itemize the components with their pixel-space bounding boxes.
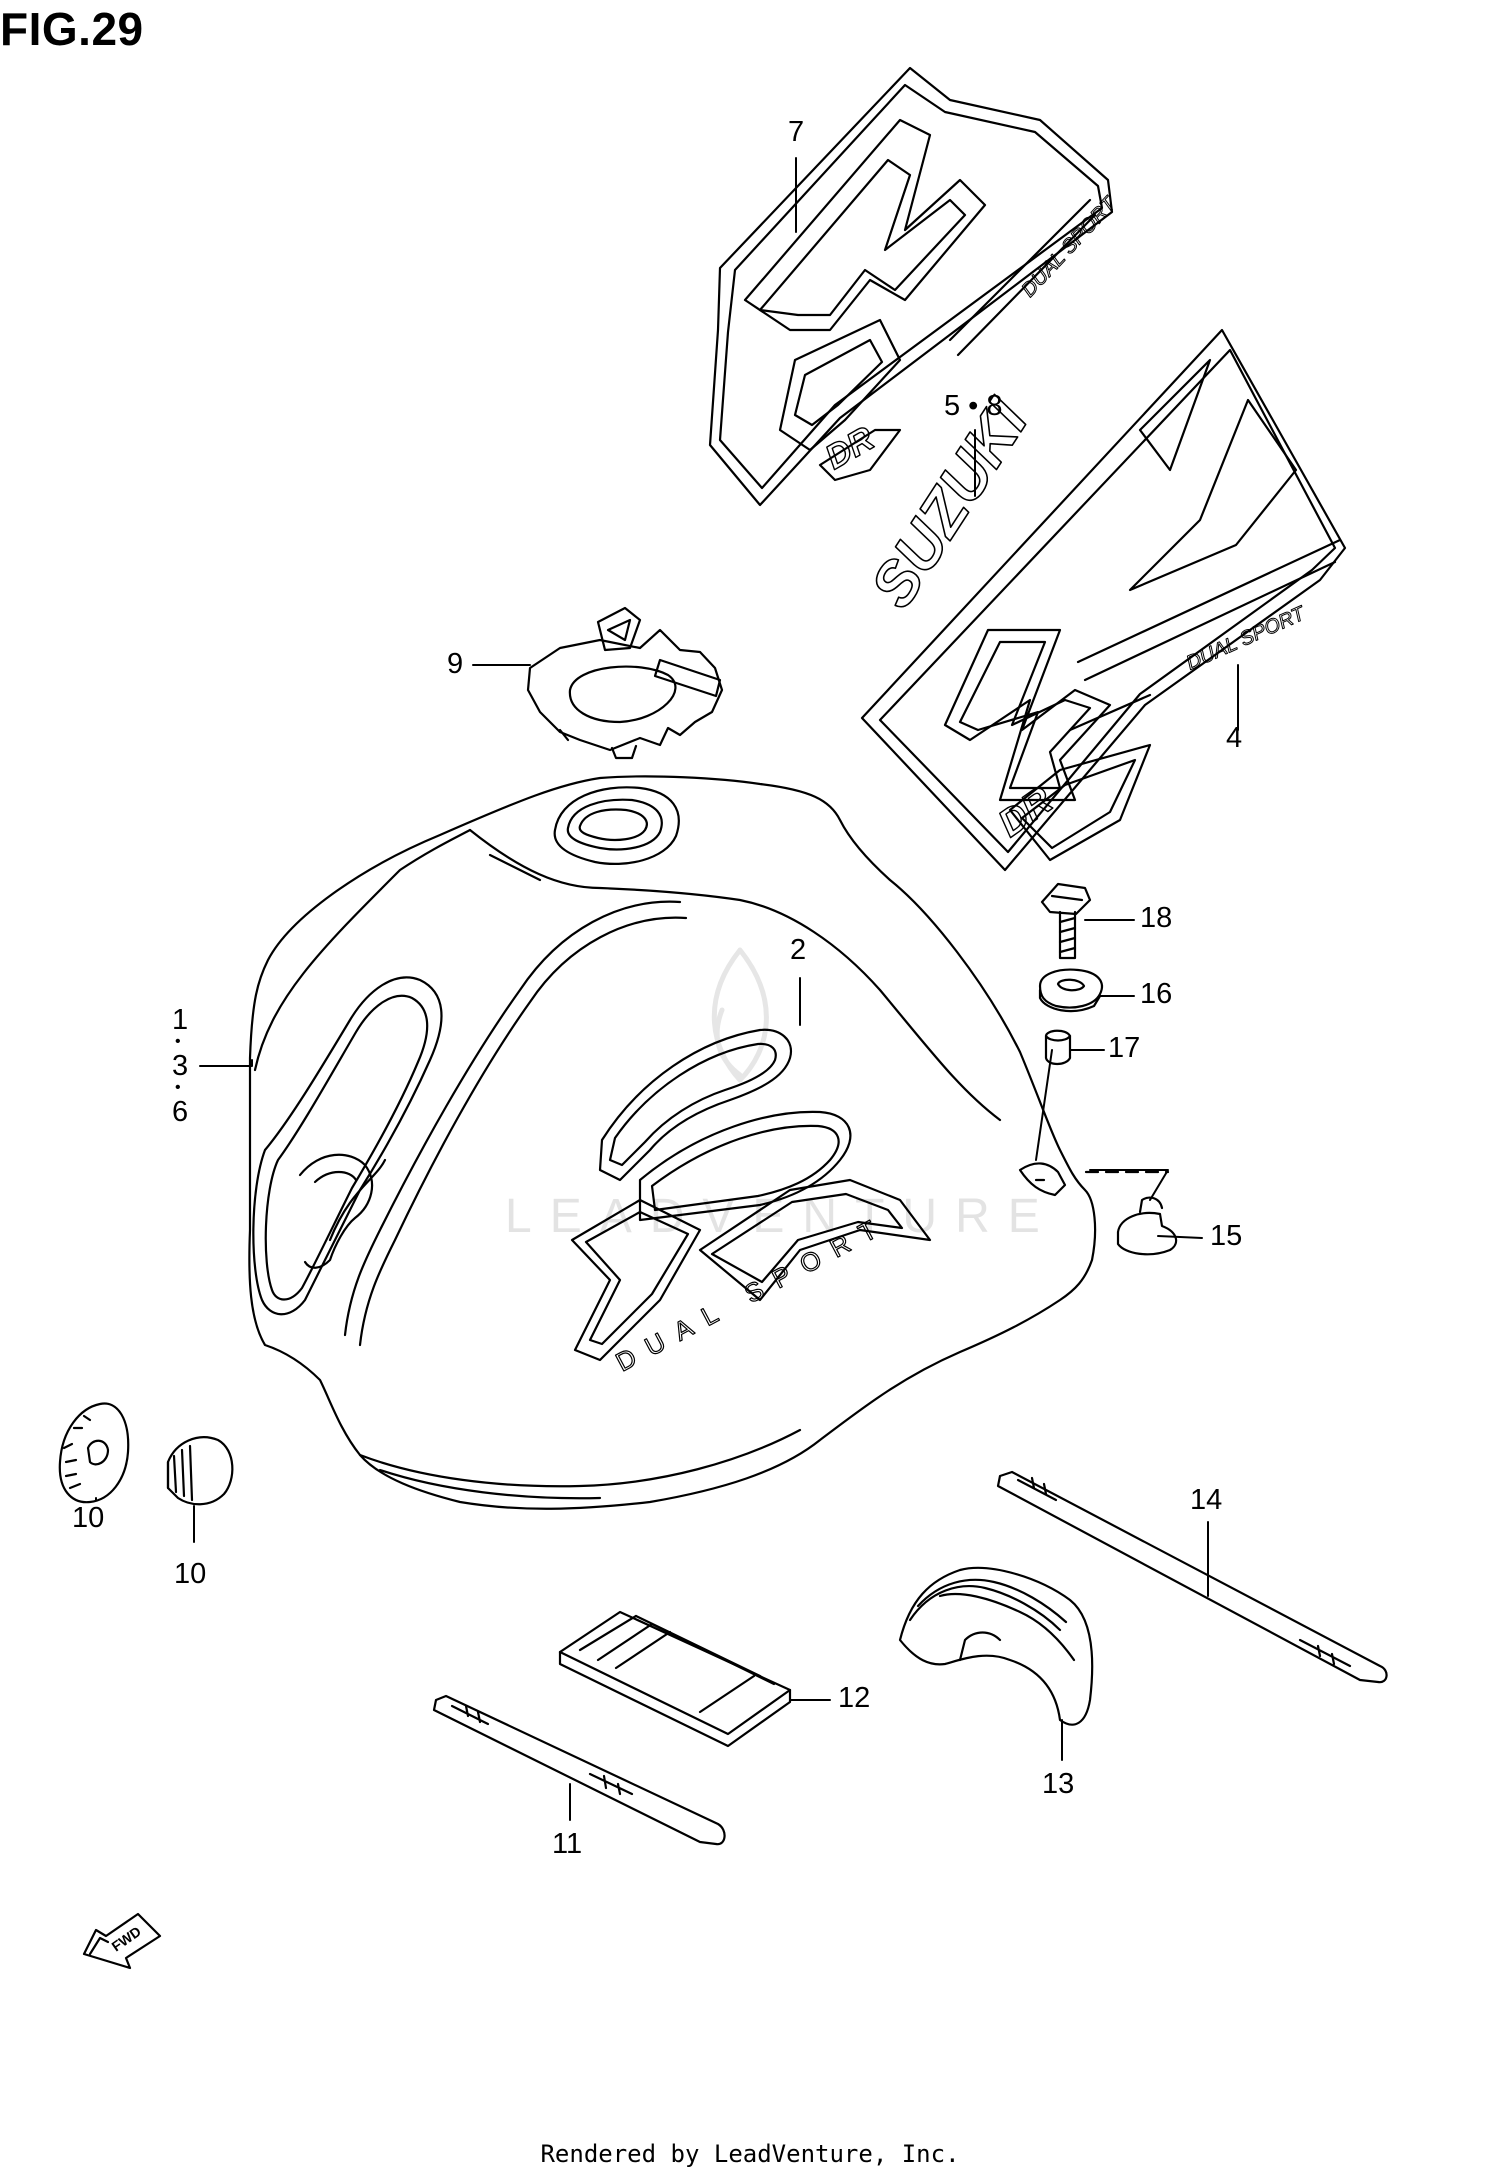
bolt-18[interactable] xyxy=(1040,882,1092,960)
callout-18: 18 xyxy=(1140,902,1173,934)
band-14[interactable] xyxy=(996,1470,1388,1684)
watermark-flame-icon xyxy=(711,947,769,1083)
leader-lines xyxy=(95,157,1239,1821)
collar-17[interactable] xyxy=(1044,1029,1072,1066)
callout-9: 9 xyxy=(447,648,464,680)
callout-10-left: 10 xyxy=(72,1502,105,1534)
cushion-10-left[interactable] xyxy=(58,1402,130,1504)
decal-7-dual-sport-text: DUAL SPORT xyxy=(1018,192,1122,301)
callout-dot-2: • xyxy=(175,1079,181,1096)
callout-17: 17 xyxy=(1108,1032,1141,1064)
fuel-cap-9[interactable] xyxy=(526,606,724,760)
grommet-15[interactable] xyxy=(1116,1196,1178,1256)
callout-2: 2 xyxy=(790,934,807,966)
forward-arrow-icon xyxy=(82,1912,162,1970)
fuel-tank-1-3-6[interactable] xyxy=(248,775,1097,1510)
callout-7: 7 xyxy=(788,116,805,148)
callout-4: 4 xyxy=(1226,722,1243,754)
callout-14: 14 xyxy=(1190,1484,1223,1516)
figure-title: FIG.29 xyxy=(0,3,144,55)
callout-16: 16 xyxy=(1140,978,1173,1010)
callout-11: 11 xyxy=(552,1828,583,1860)
decal-7-dr-side-graphic[interactable] xyxy=(708,66,1114,507)
watermark-text: LEADVENTURE xyxy=(505,1190,1058,1243)
callout-3: 3 xyxy=(172,1050,189,1082)
footer-credit: Rendered by LeadVenture, Inc. xyxy=(540,2140,960,2168)
band-11[interactable] xyxy=(432,1694,726,1846)
decal-4-suzuki-side-graphic[interactable] xyxy=(860,328,1347,872)
callout-13: 13 xyxy=(1042,1768,1075,1800)
callout-10-right: 10 xyxy=(174,1558,207,1590)
callout-6: 6 xyxy=(172,1096,189,1128)
pad-12[interactable] xyxy=(558,1610,792,1748)
decal-4-dual-sport-text: DUAL SPORT xyxy=(1183,602,1310,675)
callout-5-8: 5 • 8 xyxy=(944,390,1003,422)
callout-12: 12 xyxy=(838,1682,871,1714)
cushion-13[interactable] xyxy=(898,1566,1094,1726)
cushion-10-right[interactable] xyxy=(166,1436,234,1506)
callout-dot-1: • xyxy=(175,1033,181,1050)
cushion-16[interactable] xyxy=(1038,968,1104,1013)
callout-15: 15 xyxy=(1210,1220,1243,1252)
callout-1: 1 xyxy=(172,1004,189,1036)
